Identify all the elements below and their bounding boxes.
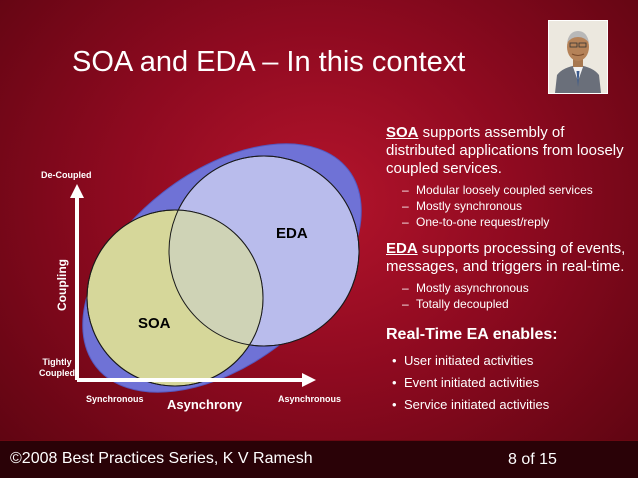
y-axis-label: Coupling xyxy=(55,259,69,311)
soa-text: supports assembly of distributed applica… xyxy=(386,124,624,177)
x-center-label: Asynchrony xyxy=(167,397,243,412)
dash-icon: – xyxy=(402,183,409,197)
dash-icon: – xyxy=(402,297,409,311)
page-number: 8 of 15 xyxy=(508,451,557,468)
x-right-label: Asynchronous xyxy=(278,394,342,404)
soa-paragraph: SOA supports assembly of distributed app… xyxy=(386,124,634,178)
eda-text: supports processing of events, messages,… xyxy=(386,240,626,275)
enables-item: •Event initiated activities xyxy=(392,375,540,390)
x-left-label: Synchronous xyxy=(86,394,144,404)
bullet-icon: • xyxy=(392,353,397,368)
dash-icon: – xyxy=(402,199,409,213)
soa-label: SOA xyxy=(138,315,171,332)
right-column: SOA supports assembly of distributed app… xyxy=(386,124,634,414)
soa-heading: SOA xyxy=(386,124,419,141)
dash-icon: – xyxy=(402,281,409,295)
soa-item: –Modular loosely coupled services xyxy=(402,183,593,197)
eda-circle-outline xyxy=(168,155,360,347)
bullet-icon: • xyxy=(392,397,397,412)
y-bottom-label: Tightly Coupled xyxy=(39,357,75,378)
presenter-photo xyxy=(548,20,608,94)
eda-item: –Mostly asynchronous xyxy=(402,281,529,295)
overlap-region xyxy=(169,210,263,346)
soa-circle-outline xyxy=(86,209,264,387)
y-axis-arrowhead xyxy=(70,184,84,198)
enables-item: •User initiated activities xyxy=(392,353,534,368)
eda-label: EDA xyxy=(276,225,308,242)
eda-heading: EDA xyxy=(386,240,418,257)
slide-title: SOA and EDA – In this context xyxy=(72,46,466,78)
eda-item: –Totally decoupled xyxy=(402,297,509,311)
soa-item: –Mostly synchronous xyxy=(402,199,523,213)
eda-paragraph: EDA supports processing of events, messa… xyxy=(386,240,634,276)
soa-item: –One-to-one request/reply xyxy=(402,215,550,229)
x-axis-arrowhead xyxy=(302,373,316,387)
y-top-label: De-Coupled xyxy=(41,170,92,180)
enables-item: •Service initiated activities xyxy=(392,397,550,412)
dash-icon: – xyxy=(402,215,409,229)
copyright-text: ©2008 Best Practices Series, K V Ramesh xyxy=(10,450,313,467)
enables-heading: Real-Time EA enables: xyxy=(386,326,558,343)
soa-eda-diagram xyxy=(70,143,362,393)
presenter-photo-icon xyxy=(549,21,607,93)
footer-bar: ©2008 Best Practices Series, K V Ramesh … xyxy=(0,440,638,478)
bullet-icon: • xyxy=(392,375,397,390)
